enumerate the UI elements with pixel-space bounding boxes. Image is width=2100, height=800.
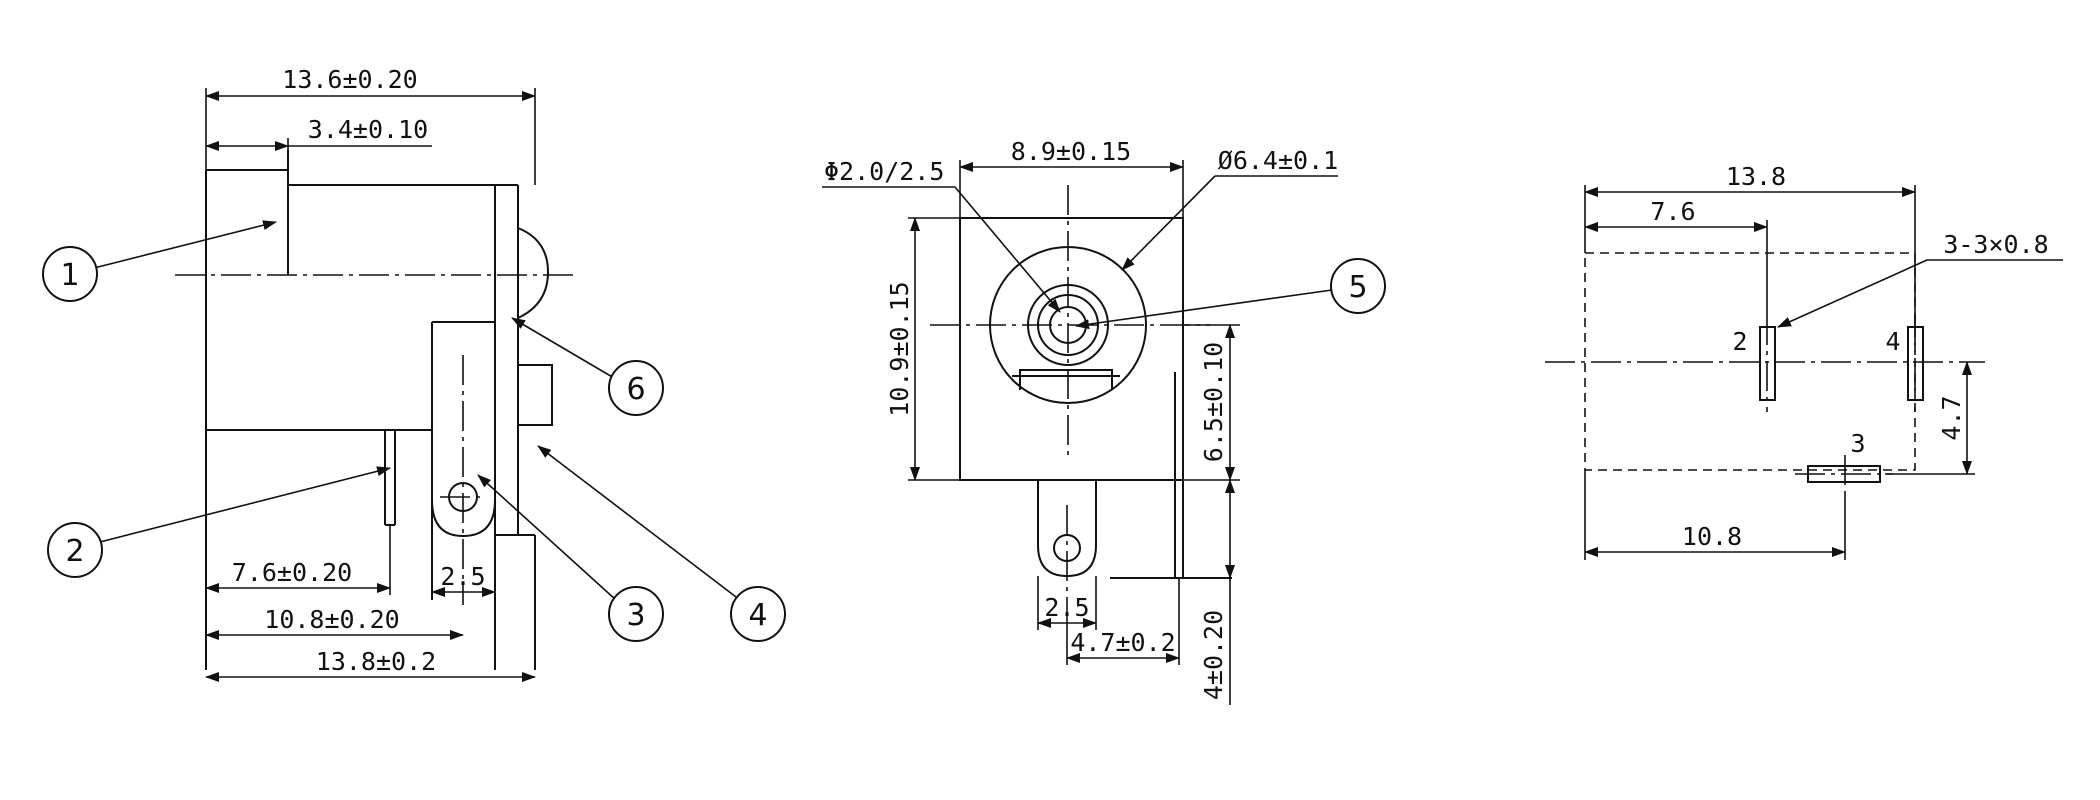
dim-side-step-label: 3.4±0.10 [308,115,428,144]
front-side-tab [1110,372,1232,579]
side-view: 13.6±0.20 3.4±0.10 7.6±0.20 2.5 10.8±0.2… [42,65,786,682]
callout-6: 6 [608,360,664,416]
dim-footprint-pin2: 7.6 [1584,197,1768,315]
dim-side-pin3-label: 10.8±0.20 [264,605,399,634]
dim-side-pin3-width-label: 2.5 [440,562,485,591]
dim-front-height: 10.9±0.15 [885,217,960,481]
dim-side-overall-bottom-label: 13.8±0.2 [316,647,436,676]
footprint-pin-4: 4 [1885,315,1924,412]
dim-side-pin3-width: 2.5 [431,562,496,597]
svg-text:6: 6 [626,372,645,407]
dim-side-pin2-label: 7.6±0.20 [232,558,352,587]
callout-1: 1 [42,246,98,302]
svg-text:1: 1 [60,258,79,293]
footprint-view: 2 4 3 13.8 7.6 3-3×0 [1545,162,2063,560]
dim-front-center-height-label: 6.5±0.10 [1199,342,1228,462]
dim-footprint-overall-label: 13.8 [1726,162,1786,191]
dim-footprint-slot: 3-3×0.8 [1777,230,2063,328]
callout-3: 3 [608,586,664,642]
dim-side-overall-top: 13.6±0.20 [205,65,536,185]
dim-front-hole-label: Φ2.0/2.5 [824,157,944,186]
side-pin3-hole [440,355,486,605]
svg-text:2: 2 [65,534,84,569]
svg-text:4: 4 [748,598,767,633]
dim-front-tab-length-label: 4±0.20 [1199,610,1228,700]
dim-front-tab-offset: 4.7±0.2 [1066,578,1180,665]
dim-front-center-height: 6.5±0.10 [1183,324,1240,481]
dim-side-pin2: 7.6±0.20 [205,525,391,595]
callout-4: 4 [730,586,786,642]
dim-footprint-offset: 4.7 [1885,361,1975,475]
dim-footprint-pin3-label: 10.8 [1682,522,1742,551]
front-body [959,217,1184,481]
dim-front-width-label: 8.9±0.15 [1011,137,1131,166]
callout-2: 2 [47,522,103,578]
dim-front-width: 8.9±0.15 [959,137,1184,218]
dim-front-tab-length: 4±0.20 [1199,479,1235,705]
callout-5: 5 [1330,258,1386,314]
dim-footprint-offset-label: 4.7 [1937,395,1966,440]
dim-front-height-label: 10.9±0.15 [885,281,914,416]
front-contact-bracket [1019,369,1113,390]
dim-side-pin3: 10.8±0.20 [205,605,464,640]
dim-side-overall-bottom: 13.8±0.2 [205,647,536,682]
side-body [205,150,553,670]
dim-front-bore: Ø6.4±0.1 [1121,146,1338,271]
footprint-pin-4-label: 4 [1885,327,1900,356]
footprint-pin-3: 3 [1795,429,1893,495]
dim-footprint-pin2-label: 7.6 [1650,197,1695,226]
footprint-pin-2: 2 [1732,315,1776,412]
dim-footprint-pin3: 10.8 [1584,470,1846,560]
dim-front-hole: Φ2.0/2.5 [822,157,1061,313]
dim-front-tab-offset-label: 4.7±0.2 [1070,628,1175,657]
footprint-pin-2-label: 2 [1732,327,1747,356]
dim-footprint-overall: 13.8 [1584,162,1916,327]
dim-side-step: 3.4±0.10 [205,115,432,151]
dim-footprint-slot-label: 3-3×0.8 [1943,230,2048,259]
dim-side-overall-top-label: 13.6±0.20 [282,65,417,94]
footprint-pin-3-label: 3 [1850,429,1865,458]
dim-front-bore-label: Ø6.4±0.1 [1218,146,1338,175]
front-view: 8.9±0.15 Φ2.0/2.5 Ø6.4±0.1 10.9±0.15 6.5… [822,137,1386,705]
svg-text:3: 3 [626,598,645,633]
svg-text:5: 5 [1348,270,1367,305]
